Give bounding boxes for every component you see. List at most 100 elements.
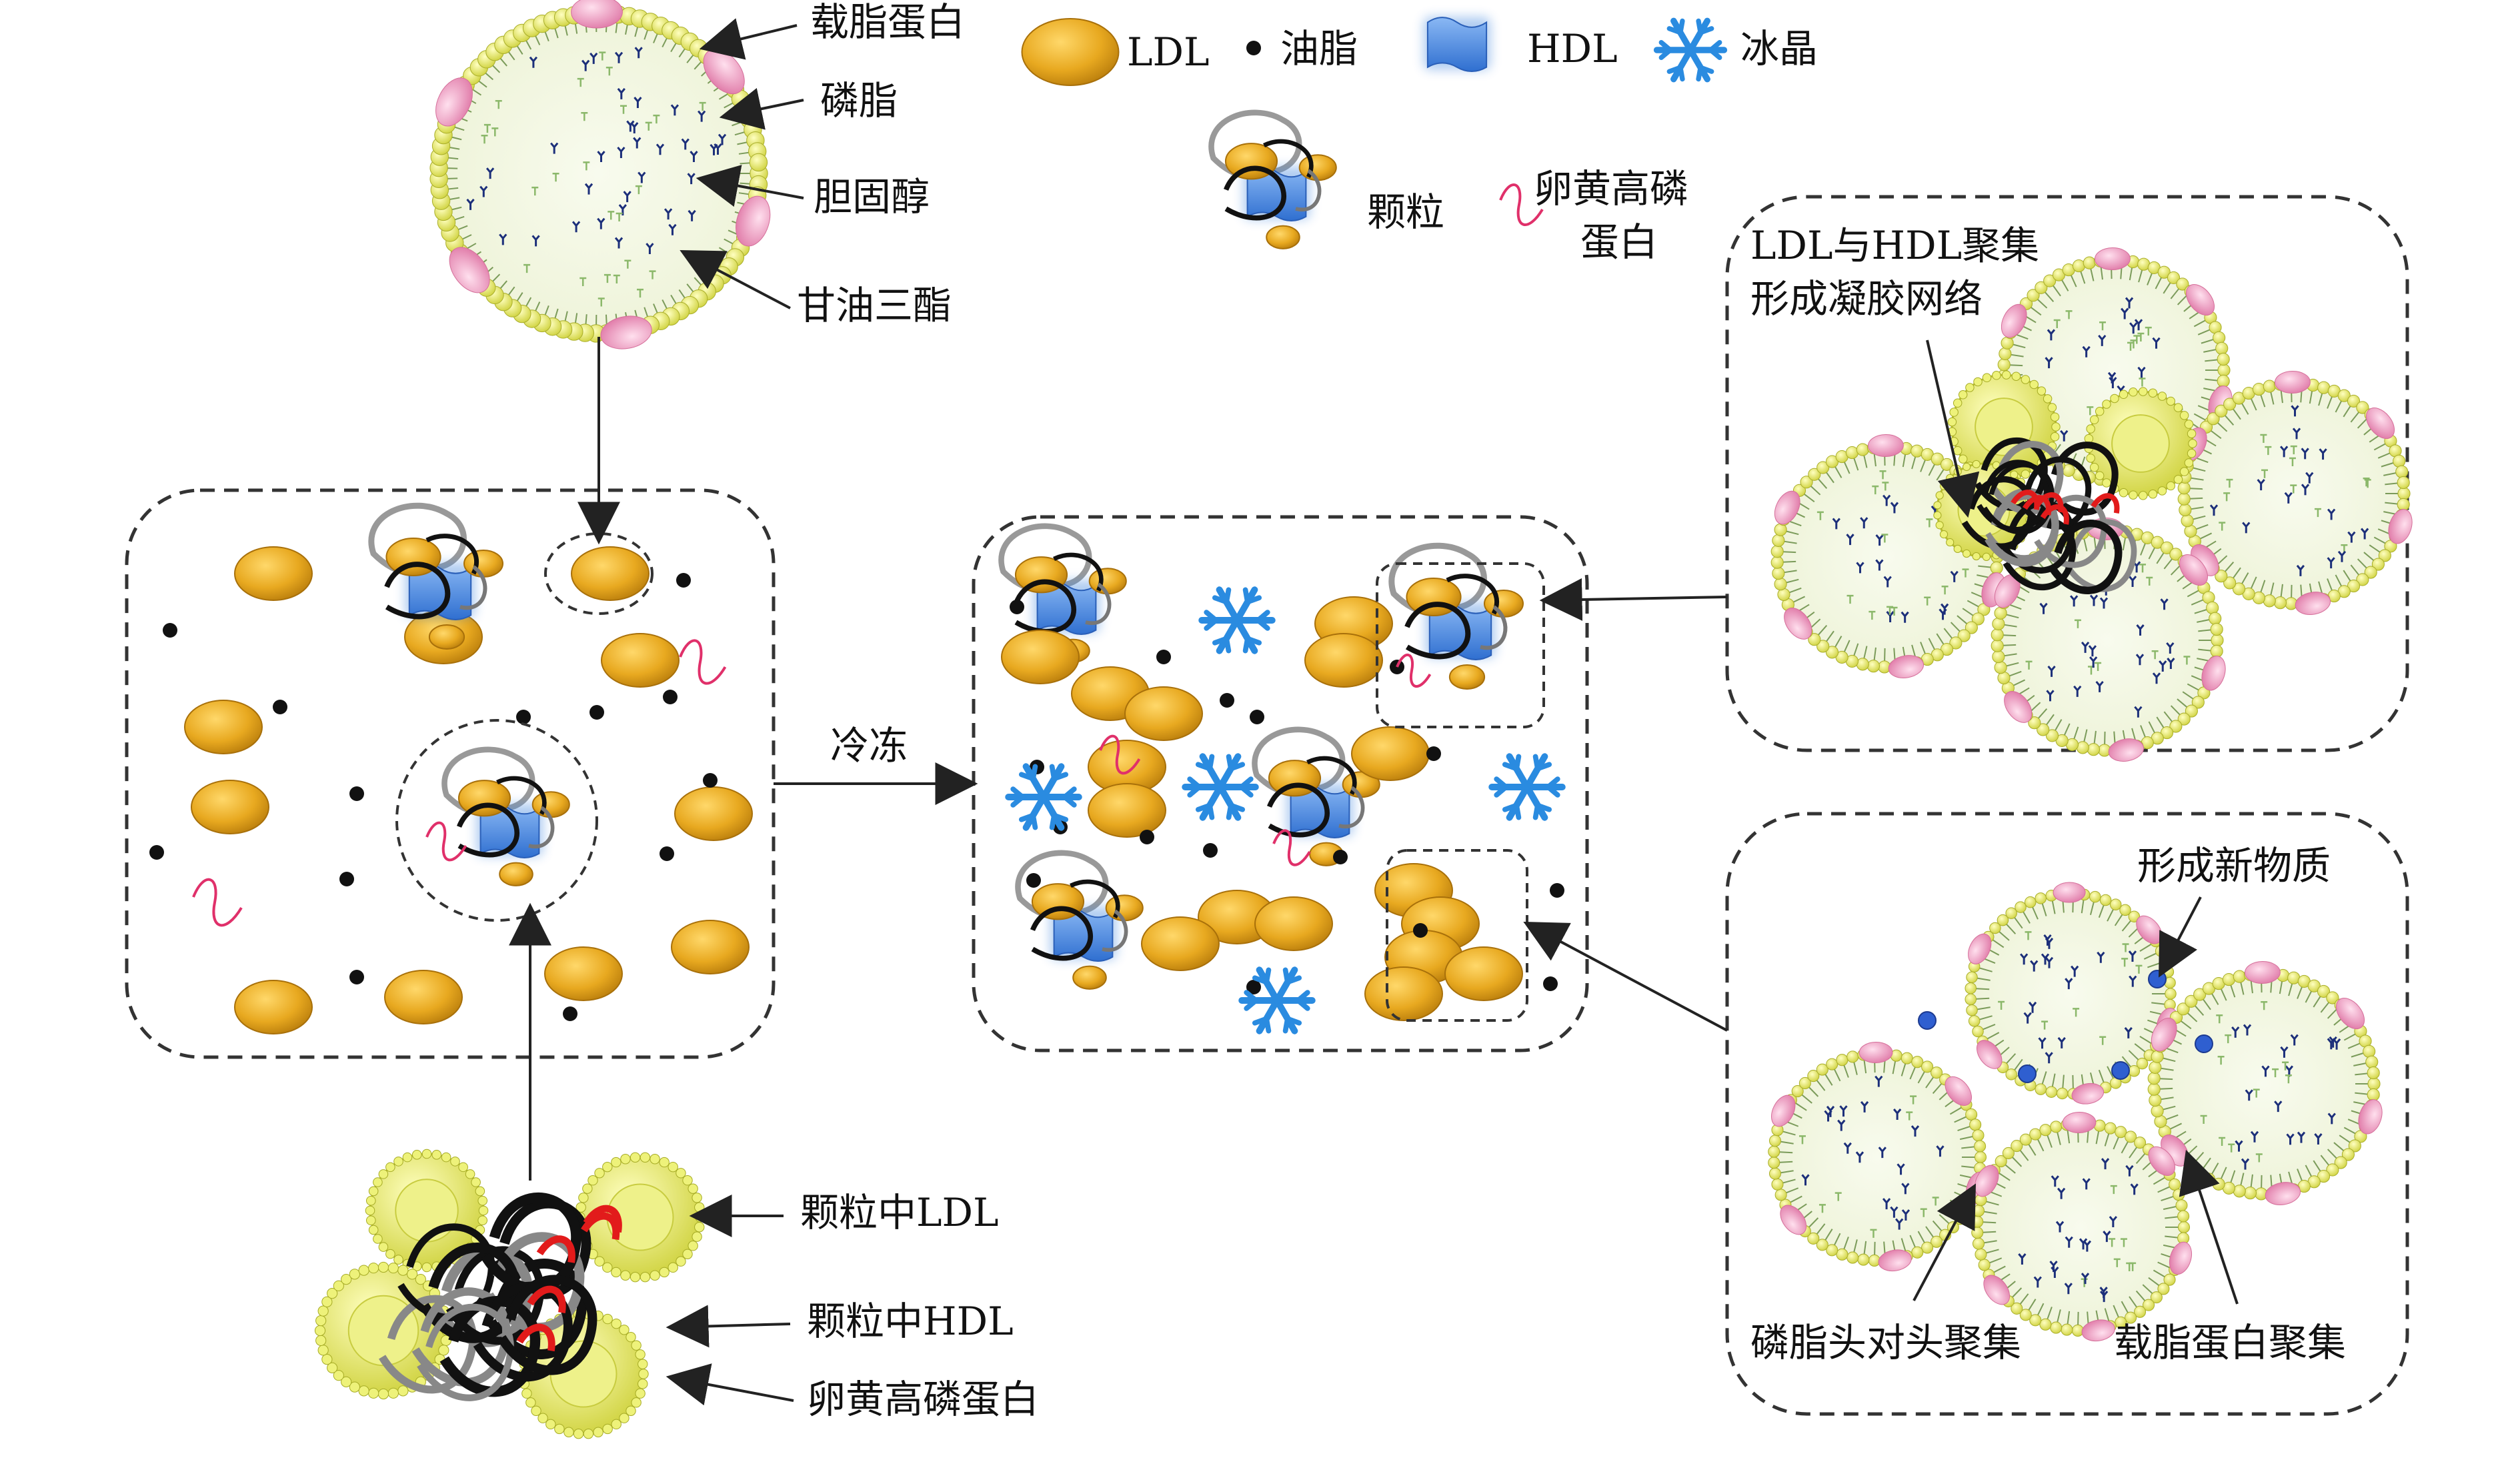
ldl-particle <box>1304 633 1383 688</box>
legend <box>1021 17 1728 249</box>
ldl-particle <box>1484 590 1524 618</box>
oil-droplet <box>1010 600 1024 614</box>
ice-crystal <box>1488 753 1566 821</box>
pointer-cholesterol <box>696 165 804 207</box>
granule-detail <box>314 1149 706 1439</box>
legend-ice-label: 冰晶 <box>1740 26 1818 71</box>
arrow-new-to-frozen <box>1523 921 1728 1032</box>
oil-droplet <box>676 573 691 588</box>
ice-crystal <box>1182 753 1259 821</box>
new-substance-dot <box>2018 1064 2037 1083</box>
hdl-particle <box>1423 17 1491 72</box>
new-substance-dot <box>2148 970 2167 988</box>
panel-new-substance <box>1725 812 2409 1416</box>
oil-droplet <box>1246 41 1261 55</box>
ldl-particle <box>1001 630 1080 684</box>
oil-droplet <box>1156 650 1171 664</box>
label-ldl-in-granule: 颗粒中LDL <box>800 1190 999 1235</box>
phosvitin-strand <box>679 639 727 685</box>
hdl-particle <box>476 803 543 859</box>
granule <box>1252 726 1380 866</box>
ldl-particle <box>544 946 623 1001</box>
oil-droplet <box>663 690 678 704</box>
hdl-particle <box>1286 783 1354 839</box>
new-substance-dot <box>2195 1034 2213 1053</box>
lipoprotein-sphere <box>1965 882 2179 1105</box>
label-phospholipid: 磷脂 <box>820 78 898 123</box>
ldl-particle <box>1141 916 1220 971</box>
new-substance-dot <box>2111 1061 2130 1080</box>
oil-droplet <box>1413 923 1428 938</box>
ldl-particle <box>191 780 269 834</box>
highlight-box-gel <box>1376 562 1545 728</box>
ldl-particle <box>1021 18 1120 86</box>
phosvitin-strand <box>425 821 467 862</box>
ldl-particle <box>384 970 463 1024</box>
oil-droplet <box>1140 830 1154 844</box>
oil-droplet <box>589 705 604 720</box>
legend-hdl-label: HDL <box>1527 26 1618 71</box>
hdl-particle <box>405 562 475 620</box>
panel-new-content <box>1768 882 2383 1342</box>
legend-granule-label: 颗粒 <box>1367 189 1445 235</box>
label-apo-aggregation: 载脂蛋白聚集 <box>2114 1320 2347 1365</box>
phosvitin-strand <box>1099 734 1141 775</box>
ldl-particle <box>1444 946 1523 1001</box>
ldl-particle <box>428 624 465 650</box>
label-cholesterol: 胆固醇 <box>814 174 930 219</box>
label-freezing: 冷冻 <box>830 723 908 768</box>
ldl-particle <box>1105 894 1144 922</box>
oil-droplet <box>1426 746 1441 761</box>
granule <box>1208 109 1337 249</box>
oil-droplet <box>273 700 287 714</box>
oil-droplet <box>349 786 364 801</box>
pointer-apolipoprotein <box>699 18 798 60</box>
legend-oil-label: 油脂 <box>1280 26 1358 71</box>
ldl-particle <box>1072 965 1107 990</box>
legend-phosvitin-label-2: 蛋白 <box>1580 219 1658 265</box>
ldl-particle <box>1364 966 1443 1021</box>
highlight-ring-ldl <box>544 532 654 615</box>
oil-droplet <box>1203 843 1218 858</box>
lipoprotein-sphere <box>429 0 771 349</box>
ldl-particle <box>571 546 650 601</box>
oil-droplet <box>1250 710 1264 724</box>
pointer-phosvitin <box>666 1363 794 1406</box>
pointer-head-to-head <box>1913 1183 1976 1301</box>
hdl-tangle <box>1961 437 2137 594</box>
arrow-gel-to-frozen <box>1539 578 1728 621</box>
legend-ldl-label: LDL <box>1127 29 1210 75</box>
ldl-particle <box>1448 664 1486 690</box>
label-triglyceride: 甘油三酯 <box>797 283 952 328</box>
ldl-particle <box>234 980 313 1034</box>
ice-crystal <box>1653 17 1728 83</box>
oil-droplet <box>349 970 364 984</box>
lipoprotein-sphere <box>1768 1042 1989 1272</box>
pointer-triglyceride <box>680 250 791 309</box>
oil-droplet <box>1333 850 1348 864</box>
ldl-particle <box>531 791 570 818</box>
ldl-particle <box>184 700 263 754</box>
oil-droplet <box>1543 976 1558 991</box>
label-gel-network-2: 形成凝胶网络 <box>1750 276 1983 321</box>
oil-droplet <box>516 710 531 724</box>
oil-droplet <box>149 845 164 860</box>
oil-droplet <box>660 846 674 861</box>
new-substance-dot <box>1918 1011 1937 1030</box>
phosvitin-strand <box>1499 183 1544 226</box>
label-gel-network-1: LDL与HDL聚集 <box>1750 223 2040 268</box>
granule <box>998 523 1127 663</box>
granule <box>368 502 503 650</box>
oil-droplet <box>1246 980 1261 994</box>
granule <box>1015 850 1144 990</box>
ldl-particle <box>671 920 750 974</box>
ldl-sphere-in-granule <box>365 1149 489 1273</box>
highlight-ring-granule <box>395 719 598 922</box>
label-apolipoprotein: 载脂蛋白 <box>810 0 966 45</box>
ice-crystal <box>1005 763 1082 831</box>
ldl-particle <box>601 633 680 688</box>
hdl-particle <box>1033 580 1100 636</box>
label-hdl-in-granule: 颗粒中HDL <box>807 1299 1014 1344</box>
ice-crystal <box>1198 586 1276 654</box>
ldl-sphere-in-granule <box>575 1152 706 1283</box>
